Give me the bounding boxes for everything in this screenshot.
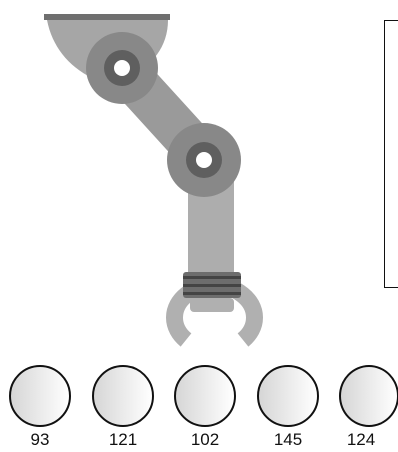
gripper-claw-icon xyxy=(166,272,263,347)
ball-5[interactable] xyxy=(339,365,398,427)
ball-label-1: 93 xyxy=(30,430,50,449)
ball-label-4: 145 xyxy=(273,430,303,449)
ball-label-2: 121 xyxy=(108,430,138,449)
elbow-joint-icon xyxy=(167,123,241,197)
ball-1[interactable] xyxy=(9,365,71,427)
info-panel xyxy=(384,20,398,288)
ball-2[interactable] xyxy=(92,365,154,427)
shoulder-joint-icon xyxy=(86,32,158,104)
ball-label-5: 124 xyxy=(346,430,376,449)
arm-mount-bar xyxy=(44,14,170,20)
ball-4[interactable] xyxy=(257,365,319,427)
ball-label-3: 102 xyxy=(190,430,220,449)
ball-3[interactable] xyxy=(174,365,236,427)
